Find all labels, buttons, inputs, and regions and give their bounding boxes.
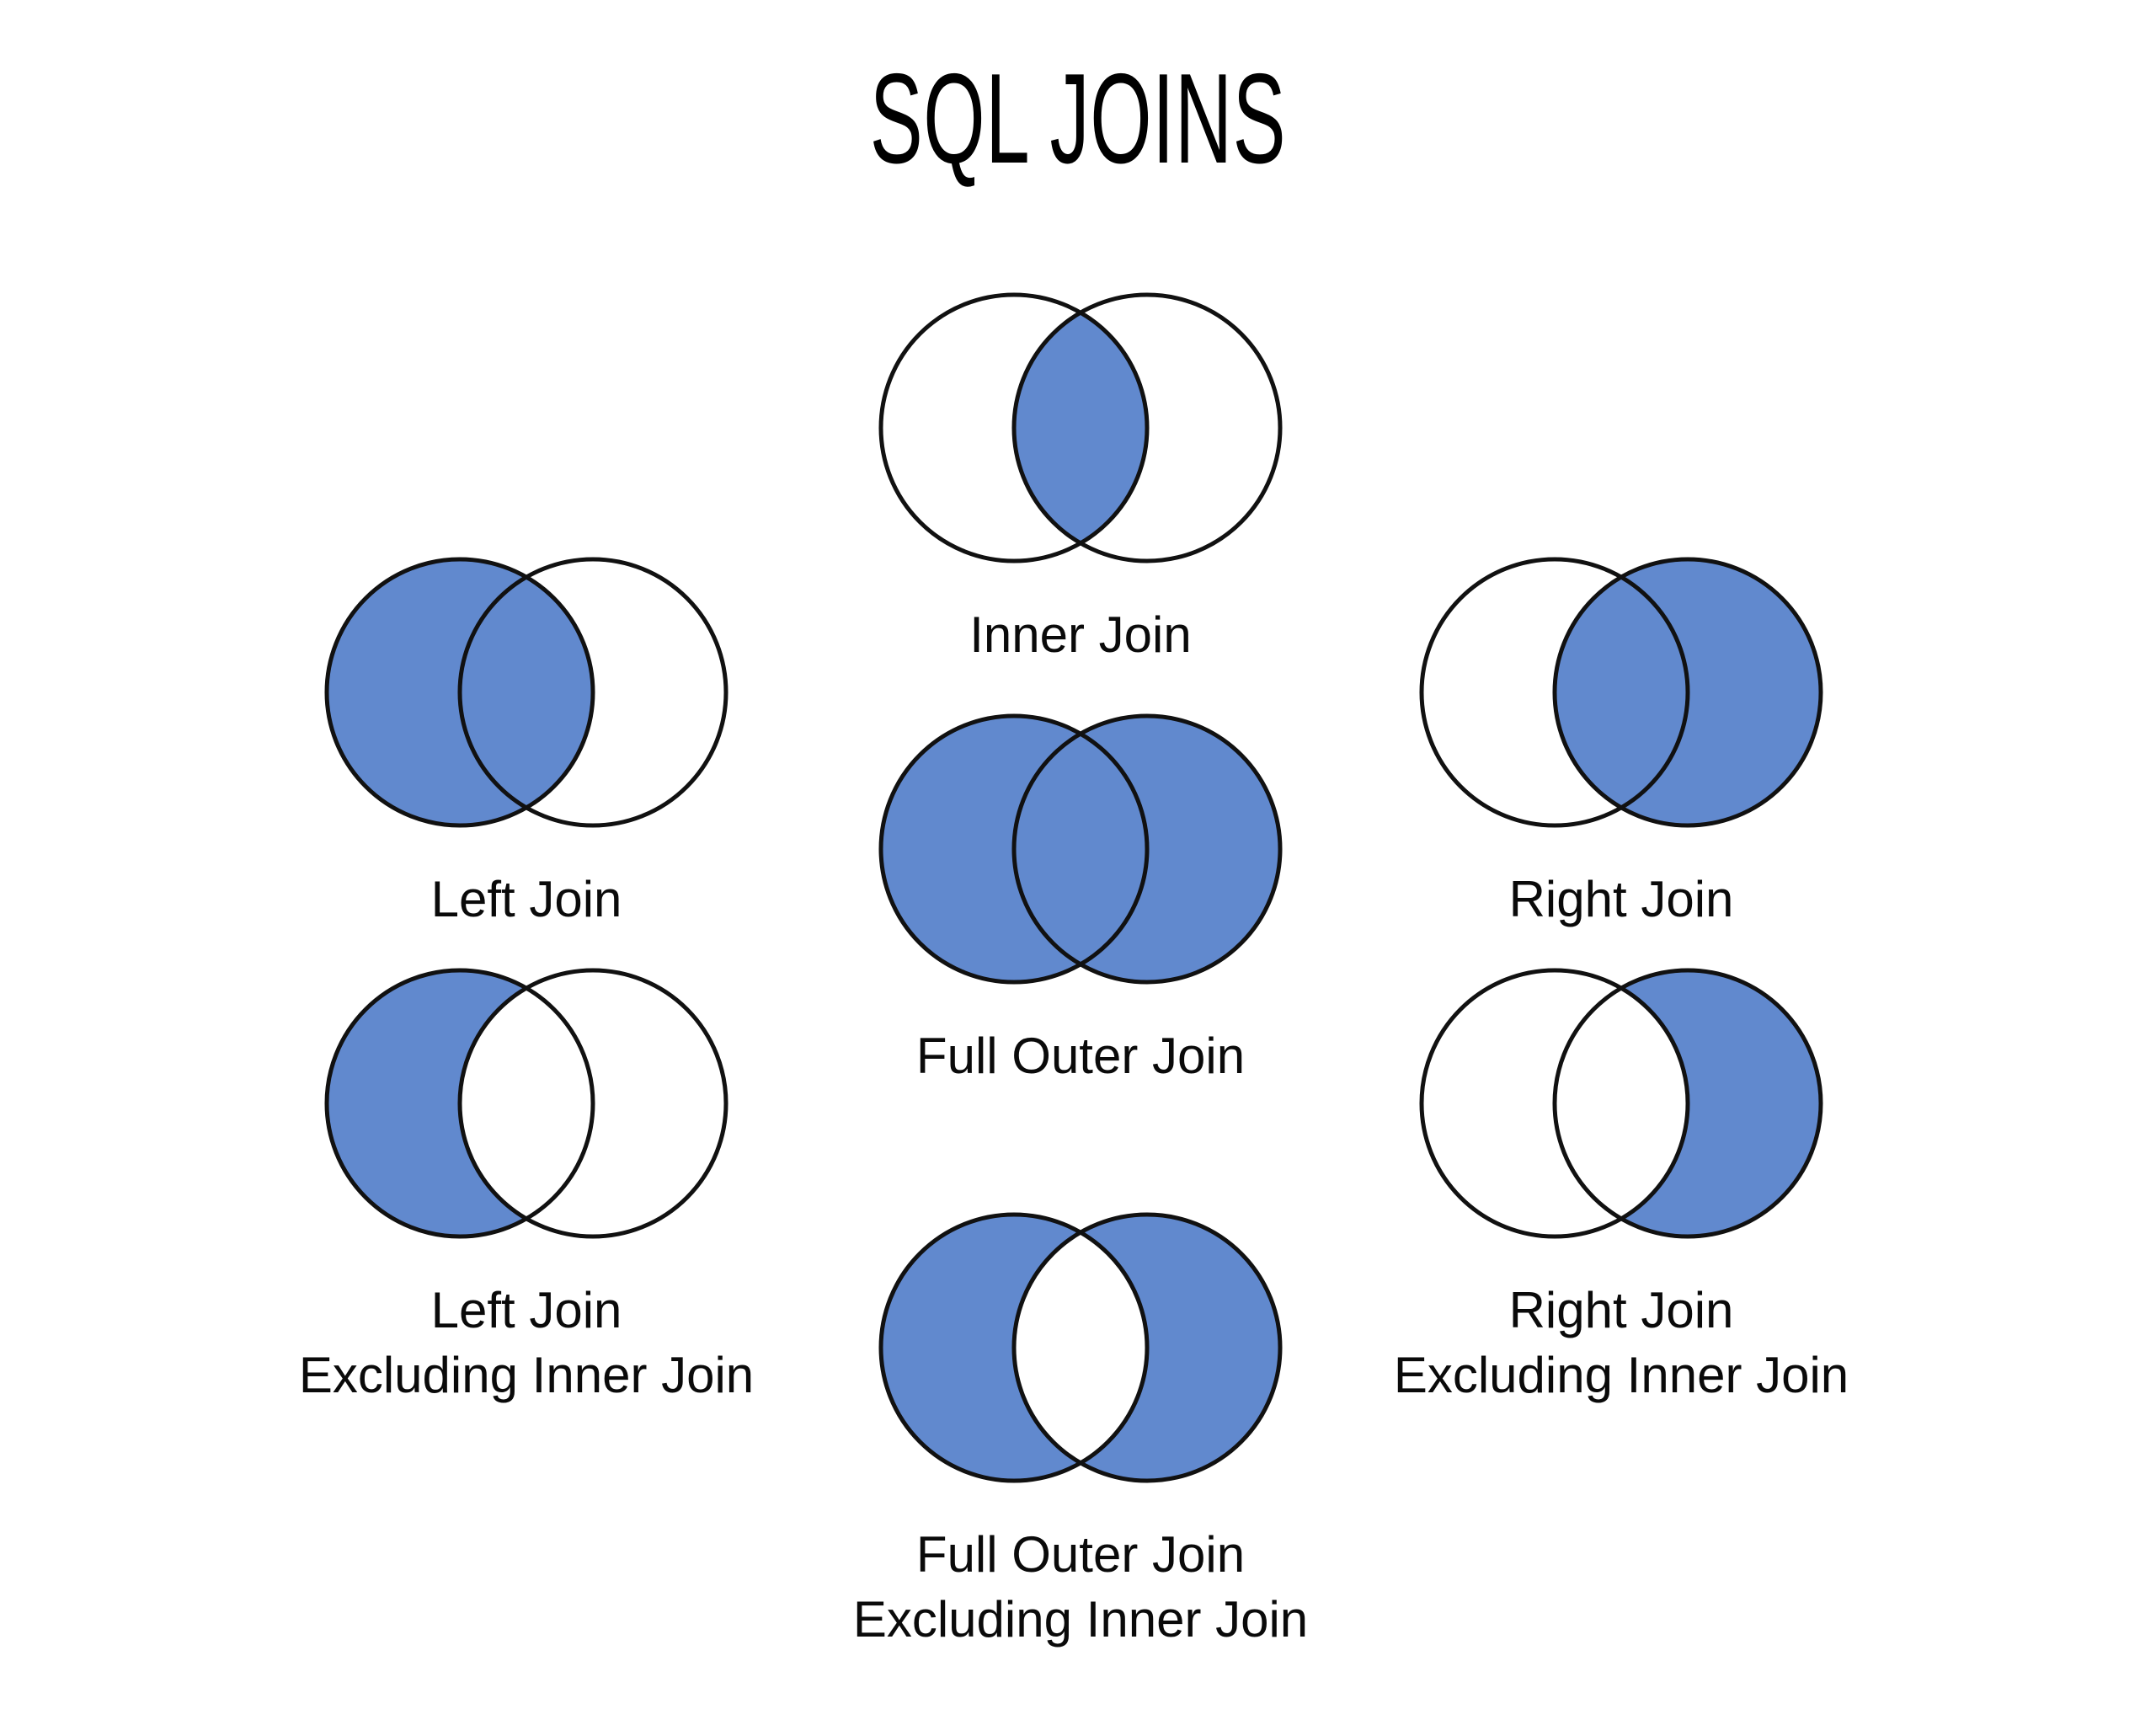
venn-label-right-join-excluding-inner-join: Right Join Excluding Inner Join [1393, 1282, 1849, 1403]
venn-shape-right-join [1419, 557, 1823, 828]
venn-shape-full-outer-join-excluding-inner-join [878, 1212, 1283, 1483]
left-circle-outline [878, 1212, 1150, 1483]
right-circle-outline [1552, 557, 1823, 828]
left-circle-outline [878, 292, 1150, 563]
venn-diagram-left-join: Left Join [319, 552, 734, 927]
venn-diagram-left-join-excluding-inner-join: Left Join Excluding Inner Join [299, 963, 754, 1403]
venn-label-left-join-excluding-inner-join: Left Join Excluding Inner Join [298, 1282, 755, 1403]
venn-diagram-full-outer-join: Full Outer Join [873, 708, 1288, 1084]
right-circle-outline [1011, 292, 1283, 563]
left-circle-outline [1419, 968, 1690, 1239]
venn-diagram-full-outer-join-excluding-inner-join: Full Outer Join Excluding Inner Join [853, 1207, 1308, 1648]
venn-shape-right-join-excluding-inner-join [1419, 968, 1823, 1239]
right-circle-outline [457, 968, 728, 1239]
venn-shape-left-join [324, 557, 728, 828]
intersection-fill [460, 559, 593, 825]
right-circle-outline [1011, 713, 1283, 985]
venn-label-inner-join: Inner Join [969, 606, 1192, 663]
intersection-cutout [1555, 970, 1688, 1236]
venn-diagram-right-join-excluding-inner-join: Right Join Excluding Inner Join [1394, 963, 1849, 1403]
venn-label-left-join: Left Join [430, 871, 622, 927]
intersection-fill [1014, 295, 1147, 561]
intersection-cutout [460, 970, 593, 1236]
intersection-fill [1014, 716, 1147, 982]
venn-shape-full-outer-join [878, 713, 1283, 985]
venn-diagram-inner-join: Inner Join [873, 287, 1288, 663]
page-title: SQL JOINS [869, 47, 1287, 190]
intersection-fill [1555, 559, 1688, 825]
left-circle-outline [324, 968, 595, 1239]
venn-shape-inner-join [878, 292, 1283, 563]
left-circle-outline [324, 557, 595, 828]
venn-diagram-right-join: Right Join [1414, 552, 1828, 927]
venn-label-full-outer-join: Full Outer Join [915, 1028, 1246, 1084]
venn-label-right-join: Right Join [1508, 871, 1734, 927]
right-circle-outline [1011, 1212, 1283, 1483]
right-circle-outline [1552, 968, 1823, 1239]
venn-label-full-outer-join-excluding-inner-join: Full Outer Join Excluding Inner Join [852, 1526, 1309, 1648]
left-circle-outline [1419, 557, 1690, 828]
right-circle-outline [457, 557, 728, 828]
left-circle-outline [878, 713, 1150, 985]
intersection-cutout [1014, 1215, 1147, 1481]
venn-shape-left-join-excluding-inner-join [324, 968, 728, 1239]
